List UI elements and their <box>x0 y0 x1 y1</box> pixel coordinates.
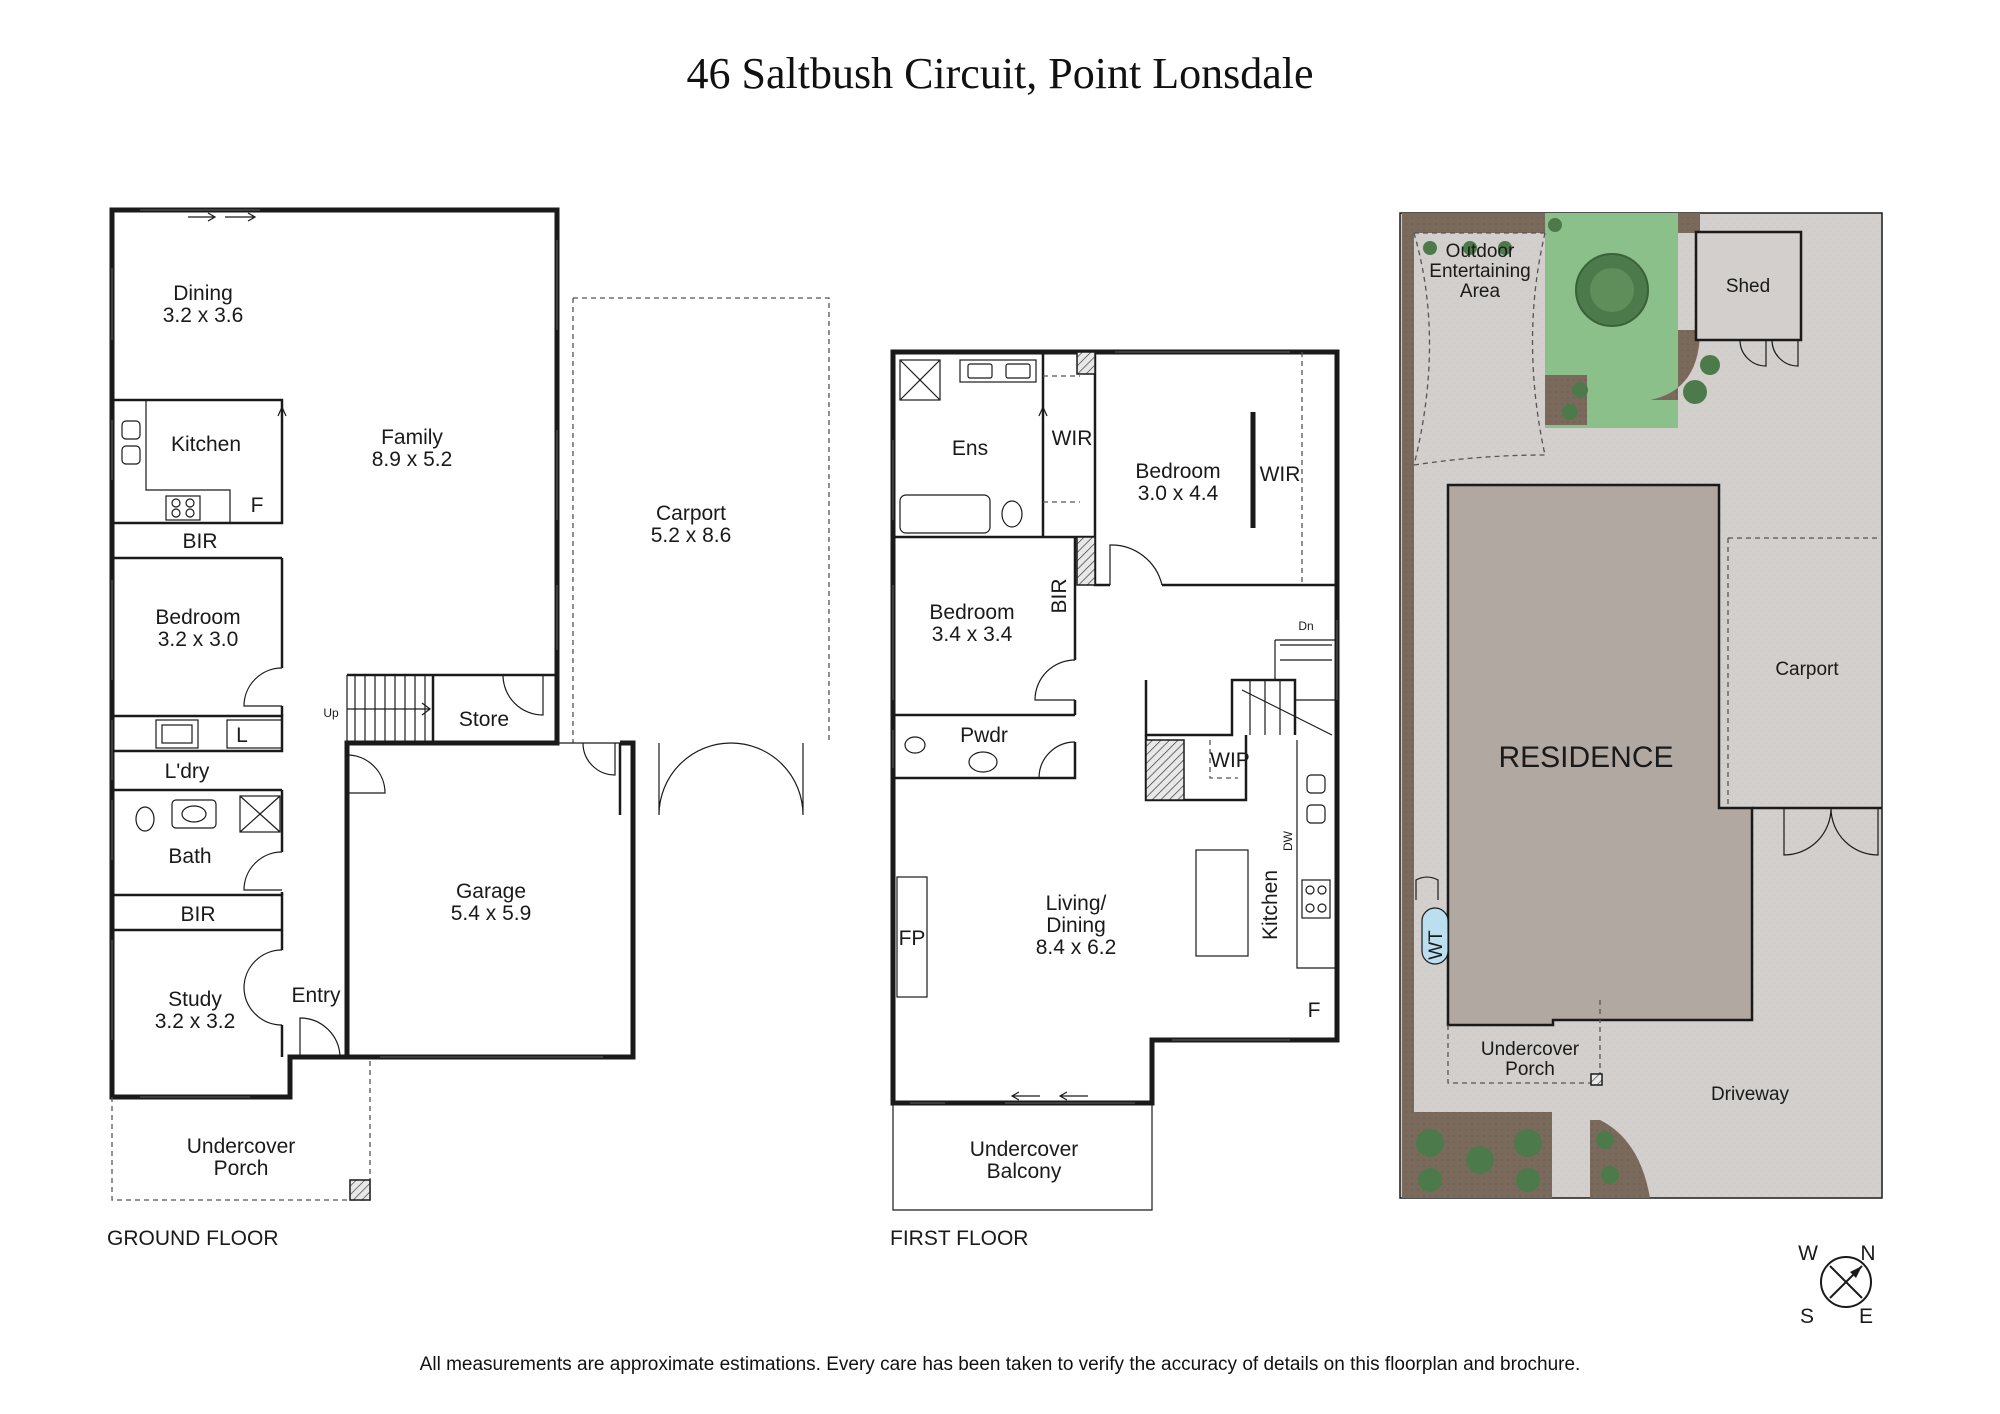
compass-s: S <box>1800 1305 1814 1328</box>
ground-dining-name: Dining <box>173 282 233 305</box>
ground-floor-plan <box>109 207 830 1201</box>
first-balcony-line2: Balcony <box>987 1160 1062 1183</box>
ground-carport-name: Carport <box>656 502 726 525</box>
site-residence-label: RESIDENCE <box>1498 741 1673 774</box>
ground-fridge-label: F <box>251 494 264 517</box>
site-water-tank-label: WT <box>1426 930 1447 960</box>
ground-laundry-label: L'dry <box>165 760 210 783</box>
ground-bedroom-dims: 3.2 x 3.0 <box>158 628 239 651</box>
first-floor-caption: FIRST FLOOR <box>890 1227 1028 1250</box>
ground-store-label: Store <box>459 708 509 731</box>
site-plan <box>1399 212 1883 1199</box>
first-wir2-label: WIR <box>1260 463 1301 486</box>
ground-carport-dims: 5.2 x 8.6 <box>651 524 732 547</box>
ground-study-name: Study <box>168 988 222 1011</box>
first-fp-label: FP <box>899 927 926 950</box>
ground-garage-name: Garage <box>456 880 526 903</box>
first-bedroom2-dims: 3.4 x 3.4 <box>932 623 1013 646</box>
ground-garage-dims: 5.4 x 5.9 <box>451 902 532 925</box>
ground-porch-line1: Undercover <box>187 1135 296 1158</box>
first-stair-down-label: Dn <box>1298 619 1313 633</box>
first-living-dims: 8.4 x 6.2 <box>1036 936 1117 959</box>
first-living-line2: Dining <box>1046 914 1106 937</box>
site-outdoor-line3: Area <box>1460 281 1501 302</box>
ground-family-dims: 8.9 x 5.2 <box>372 448 453 471</box>
ground-family-name: Family <box>381 426 443 449</box>
page-title: 46 Saltbush Circuit, Point Lonsdale <box>686 49 1314 98</box>
ground-study-dims: 3.2 x 3.2 <box>155 1010 236 1033</box>
ground-bath-label: Bath <box>168 845 211 868</box>
compass-e: E <box>1859 1305 1873 1328</box>
first-ens-label: Ens <box>952 437 988 460</box>
ground-linen-label: L <box>236 724 248 747</box>
ground-bir1-label: BIR <box>182 530 217 553</box>
first-dw-label: DW <box>1281 830 1295 851</box>
ground-dining-dims: 3.2 x 3.6 <box>163 304 244 327</box>
first-fridge-label: F <box>1308 999 1321 1022</box>
compass-w: W <box>1798 1242 1818 1265</box>
ground-porch-line2: Porch <box>214 1157 269 1180</box>
first-kitchen-label: Kitchen <box>1259 870 1282 940</box>
first-living-line1: Living/ <box>1046 892 1107 915</box>
first-wir1-label: WIR <box>1052 427 1093 450</box>
site-carport-label: Carport <box>1775 659 1839 680</box>
compass-rose <box>1820 1256 1872 1308</box>
ground-entry-label: Entry <box>291 984 341 1007</box>
first-bedroom2-name: Bedroom <box>929 601 1014 624</box>
site-outdoor-line2: Entertaining <box>1429 261 1530 282</box>
site-driveway-label: Driveway <box>1711 1084 1790 1105</box>
first-bedroom1-name: Bedroom <box>1135 460 1220 483</box>
ground-bedroom-name: Bedroom <box>155 606 240 629</box>
first-pwdr-label: Pwdr <box>960 724 1008 747</box>
site-outdoor-line1: Outdoor <box>1446 241 1515 262</box>
ground-stair-up-label: Up <box>323 706 339 720</box>
site-porch-line1: Undercover <box>1481 1039 1580 1060</box>
site-porch-line2: Porch <box>1505 1059 1555 1080</box>
first-balcony-line1: Undercover <box>970 1138 1079 1161</box>
ground-floor-caption: GROUND FLOOR <box>107 1227 279 1250</box>
first-wip-label: WIP <box>1210 749 1250 772</box>
disclaimer-text: All measurements are approximate estimat… <box>419 1354 1581 1375</box>
first-floor-plan <box>890 349 1340 1211</box>
ground-kitchen-name: Kitchen <box>171 433 241 456</box>
site-shed-label: Shed <box>1726 276 1770 297</box>
compass-n: N <box>1860 1242 1875 1265</box>
first-bedroom1-dims: 3.0 x 4.4 <box>1138 482 1219 505</box>
ground-bir2-label: BIR <box>180 903 215 926</box>
first-bir-label: BIR <box>1048 578 1071 613</box>
